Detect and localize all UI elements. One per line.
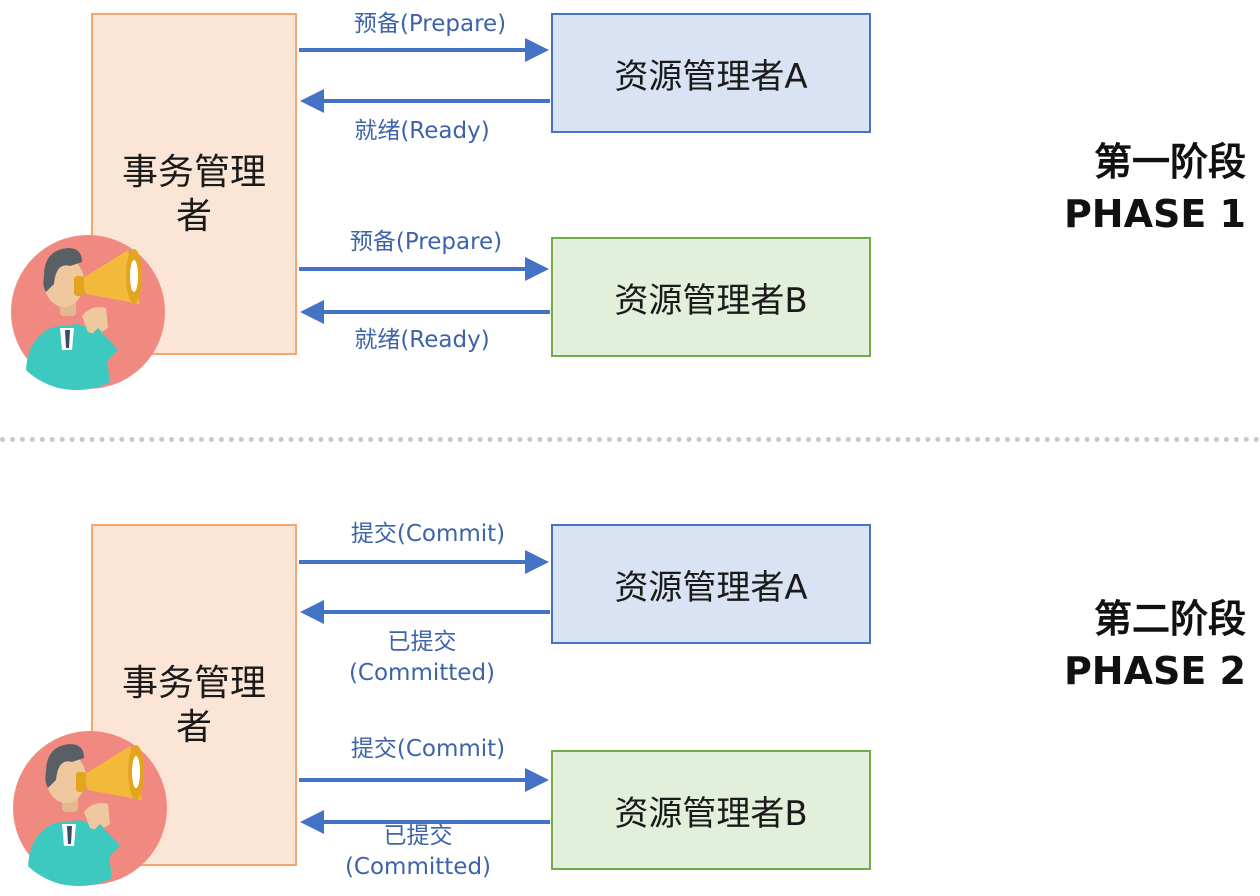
resource-manager-b-box-phase1: 资源管理者B	[551, 237, 871, 357]
phase2-title-en: PHASE 2	[1063, 649, 1246, 693]
prepare-label-b: 预备(Prepare)	[349, 229, 503, 255]
transaction-manager-label: 事务管理者	[121, 152, 266, 237]
commit-label-a: 提交(Commit)	[350, 521, 506, 547]
phase1-title-en: PHASE 1	[1063, 192, 1246, 236]
phase1-title-cn: 第一阶段	[1093, 140, 1246, 184]
committed-label-b-line2: (Committed)	[344, 854, 492, 880]
committed-label-a-line1: 已提交	[387, 629, 457, 655]
resource-manager-b-label: 资源管理者B	[614, 793, 808, 834]
resource-manager-a-label: 资源管理者A	[614, 56, 808, 97]
person-with-megaphone-icon	[11, 235, 165, 390]
ready-label-a: 就绪(Ready)	[354, 118, 490, 144]
committed-label-a-line2: (Committed)	[348, 660, 496, 686]
committed-label-b-line1: 已提交	[383, 823, 453, 849]
commit-label-b: 提交(Commit)	[350, 736, 506, 762]
resource-manager-b-label: 资源管理者B	[614, 280, 808, 321]
resource-manager-a-box-phase1: 资源管理者A	[551, 13, 871, 133]
resource-manager-a-box-phase2: 资源管理者A	[551, 524, 871, 644]
phase2-title-cn: 第二阶段	[1093, 597, 1246, 641]
prepare-label-a: 预备(Prepare)	[353, 11, 507, 37]
transaction-manager-label: 事务管理者	[121, 663, 266, 748]
resource-manager-b-box-phase2: 资源管理者B	[551, 750, 871, 870]
phase-divider	[0, 437, 1260, 442]
resource-manager-a-label: 资源管理者A	[614, 567, 808, 608]
person-with-megaphone-icon	[13, 731, 167, 886]
ready-label-b: 就绪(Ready)	[354, 327, 490, 353]
